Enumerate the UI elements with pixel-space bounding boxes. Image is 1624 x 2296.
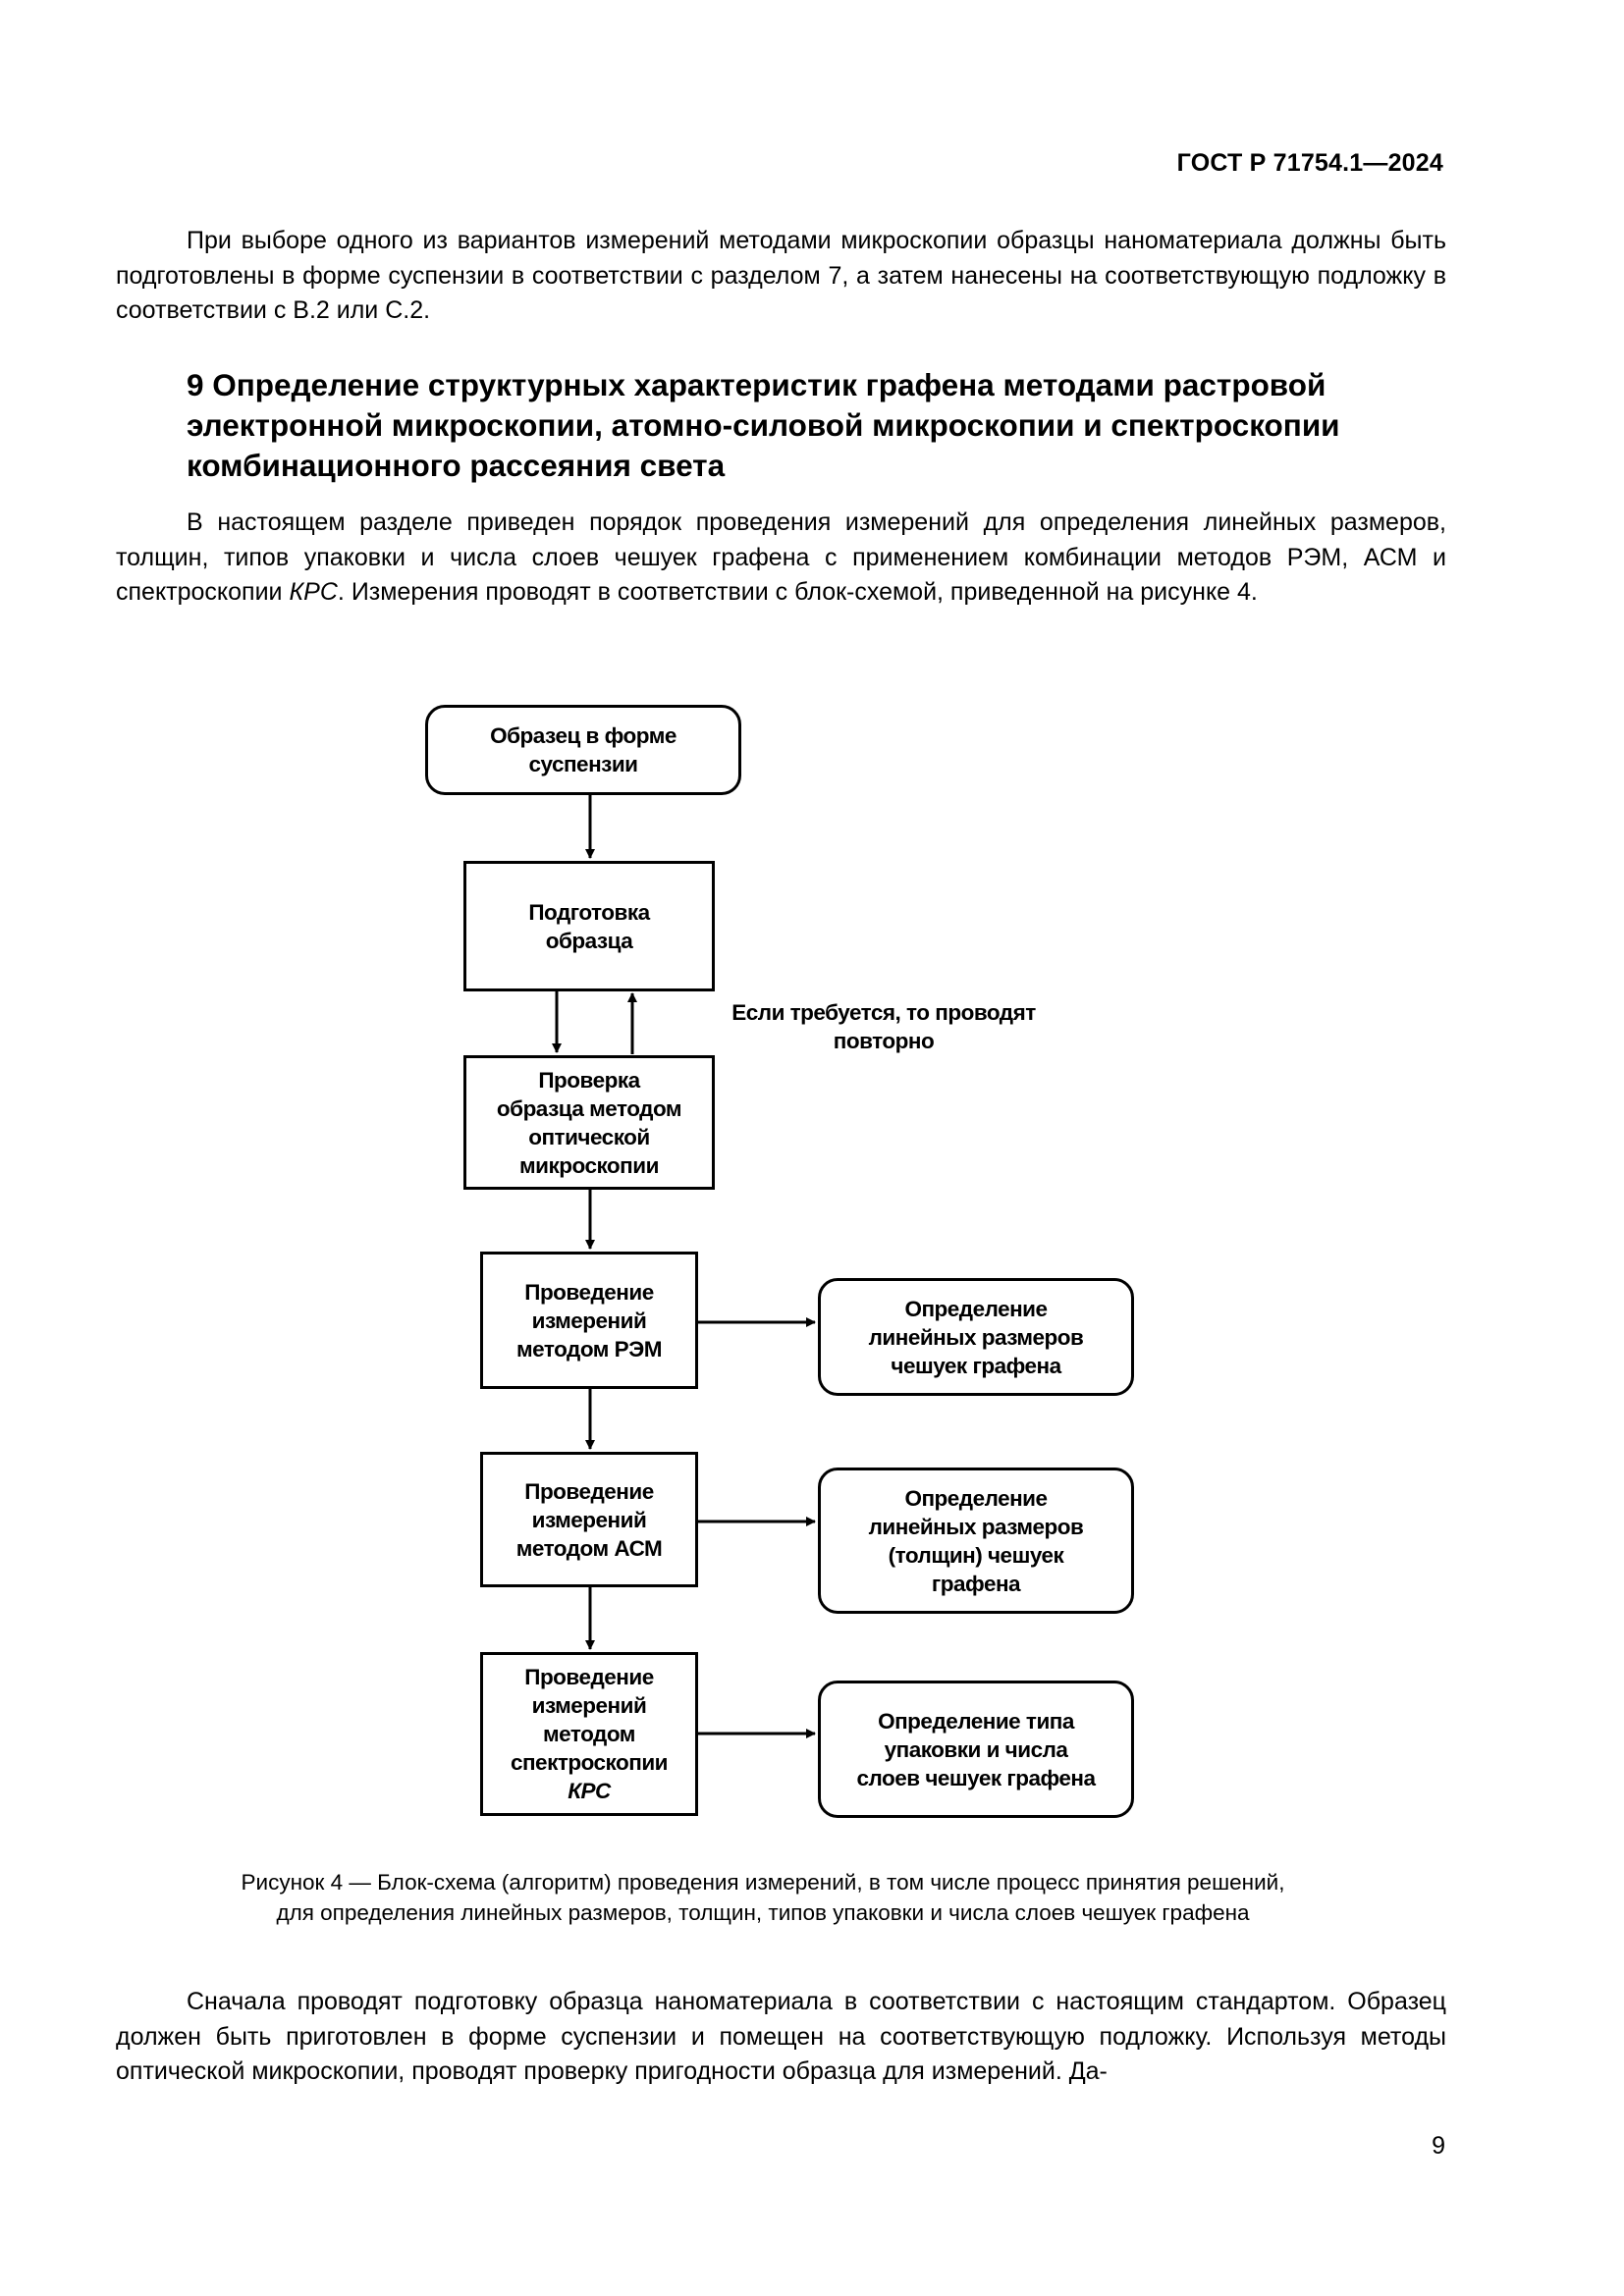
figure-caption: Рисунок 4 — Блок-схема (алгоритм) провед…: [157, 1867, 1369, 1928]
box-raman-measurement-abbr: КРС: [568, 1779, 611, 1803]
page-number: 9: [1432, 2132, 1445, 2160]
closing-paragraph: Сначала проводят подготовку образца нано…: [116, 1988, 1446, 2085]
raman-abbreviation: КРС: [289, 578, 338, 606]
box-sem-measurement-label: Проведение измерений методом РЭМ: [516, 1279, 662, 1362]
box-raman-measurement: Проведение измерений методом спектроскоп…: [480, 1652, 698, 1816]
box-afm-result-label: Определение линейных размеров (толщин) ч…: [868, 1485, 1084, 1596]
box-sample-suspension-label: Образец в форме суспензии: [490, 723, 677, 776]
box-sample-suspension: Образец в форме суспензии: [425, 705, 741, 795]
box-optical-check-label: Проверка образца методом оптической микр…: [496, 1067, 682, 1178]
repeat-note: Если требуется, то проводят повторно: [731, 1000, 1036, 1053]
box-afm-measurement: Проведение измерений методом АСМ: [480, 1452, 698, 1587]
box-sample-preparation-label: Подготовка образца: [528, 899, 650, 953]
section-paragraph: В настоящем разделе приведен порядок про…: [116, 506, 1446, 611]
intro-paragraph: При выборе одного из вариантов измерений…: [116, 227, 1446, 324]
section-paragraph-text: В настоящем разделе приведен порядок про…: [116, 508, 1446, 606]
figure-caption-line-1: Рисунок 4 — Блок-схема (алгоритм) провед…: [241, 1870, 1285, 1895]
box-optical-check: Проверка образца методом оптической микр…: [463, 1055, 715, 1190]
box-raman-result-label: Определение типа упаковки и числа слоев …: [856, 1708, 1096, 1790]
box-raman-result: Определение типа упаковки и числа слоев …: [818, 1681, 1134, 1818]
box-sem-result-label: Определение линейных размеров чешуек гра…: [868, 1296, 1084, 1378]
document-id: ГОСТ Р 71754.1—2024: [1176, 149, 1443, 177]
box-sample-preparation: Подготовка образца: [463, 861, 715, 991]
section-paragraph-text-end: . Измерения проводят в соответствии с бл…: [337, 578, 1258, 606]
section-title: 9 Определение структурных характеристик …: [187, 367, 1340, 483]
box-afm-measurement-label: Проведение измерений методом АСМ: [515, 1478, 663, 1561]
box-afm-result: Определение линейных размеров (толщин) ч…: [818, 1468, 1134, 1614]
box-sem-result: Определение линейных размеров чешуек гра…: [818, 1278, 1134, 1396]
figure-caption-line-2: для определения линейных размеров, толщи…: [276, 1900, 1250, 1925]
box-raman-measurement-label: Проведение измерений методом спектроскоп…: [510, 1665, 669, 1775]
box-sem-measurement: Проведение измерений методом РЭМ: [480, 1252, 698, 1389]
